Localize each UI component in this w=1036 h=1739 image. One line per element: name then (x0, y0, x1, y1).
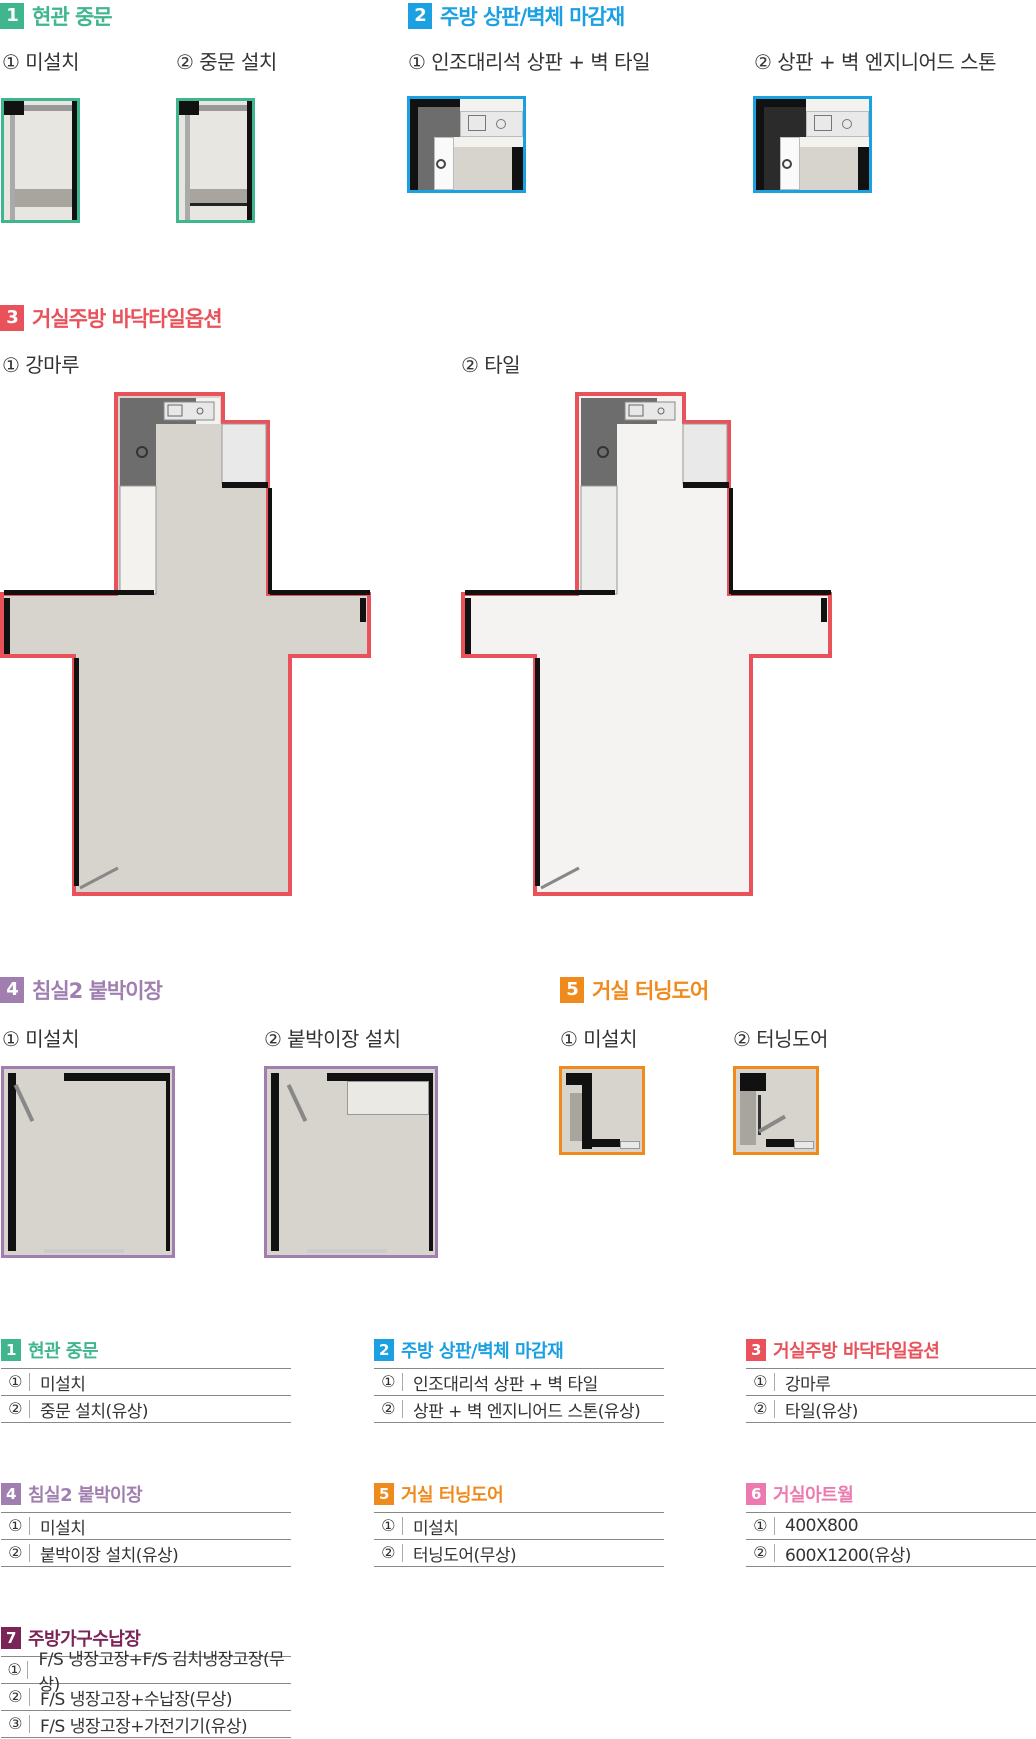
kitchen-plan-tile (407, 96, 526, 193)
living-plan-no-turning-door (559, 1066, 645, 1155)
section-1-title: 1 현관 중문 (0, 2, 113, 30)
section-title-text: 거실주방 바닥타일옵션 (32, 307, 223, 331)
entrance-plan-no-door (1, 98, 80, 223)
section-2-title: 2 주방 상판/벽체 마감재 (408, 2, 625, 30)
kitchen-plan-stone (753, 96, 872, 193)
option-label: ① 미설치 (2, 1027, 80, 1051)
section-number: 1 (0, 3, 24, 29)
section-number: 5 (560, 977, 584, 1003)
section-3-title: 3 거실주방 바닥타일옵션 (0, 304, 223, 332)
living-kitchen-plan-tile (461, 392, 832, 896)
section-4-title: 4 침실2 붙박이장 (0, 976, 163, 1004)
section-title-text: 주방 상판/벽체 마감재 (440, 5, 625, 29)
table-title: 거실주방 바닥타일옵션 (773, 1341, 940, 1362)
option-label: ② 붙박이장 설치 (264, 1027, 401, 1051)
section-number: 2 (408, 3, 432, 29)
bedroom-plan-no-closet (1, 1066, 175, 1258)
section-title-text: 현관 중문 (32, 5, 113, 29)
option-label: ② 중문 설치 (176, 50, 277, 74)
entrance-plan-with-door (176, 98, 255, 223)
bedroom-plan-with-closet (264, 1066, 438, 1258)
living-kitchen-plan-wood (0, 392, 371, 896)
table-title: 거실 터닝도어 (401, 1485, 504, 1506)
option-label: ① 인조대리석 상판 + 벽 타일 (408, 50, 650, 74)
table-title: 침실2 붙박이장 (28, 1485, 143, 1506)
section-number: 3 (0, 305, 24, 331)
option-label: ② 타일 (461, 353, 521, 377)
table-title: 주방가구수납장 (28, 1629, 141, 1650)
table-title: 현관 중문 (28, 1341, 99, 1362)
option-label: ① 미설치 (560, 1027, 638, 1051)
table-title: 주방 상판/벽체 마감재 (401, 1341, 564, 1362)
section-number: 4 (0, 977, 24, 1003)
living-plan-turning-door (733, 1066, 819, 1155)
option-label: ② 상판 + 벽 엔지니어드 스톤 (754, 50, 996, 74)
section-title-text: 침실2 붙박이장 (32, 979, 163, 1003)
section-title-text: 거실 터닝도어 (592, 979, 709, 1003)
option-label: ① 강마루 (2, 353, 80, 377)
option-label: ② 터닝도어 (733, 1027, 828, 1051)
option-label: ① 미설치 (2, 50, 80, 74)
section-5-title: 5 거실 터닝도어 (560, 976, 709, 1004)
table-title: 거실아트월 (773, 1485, 854, 1506)
